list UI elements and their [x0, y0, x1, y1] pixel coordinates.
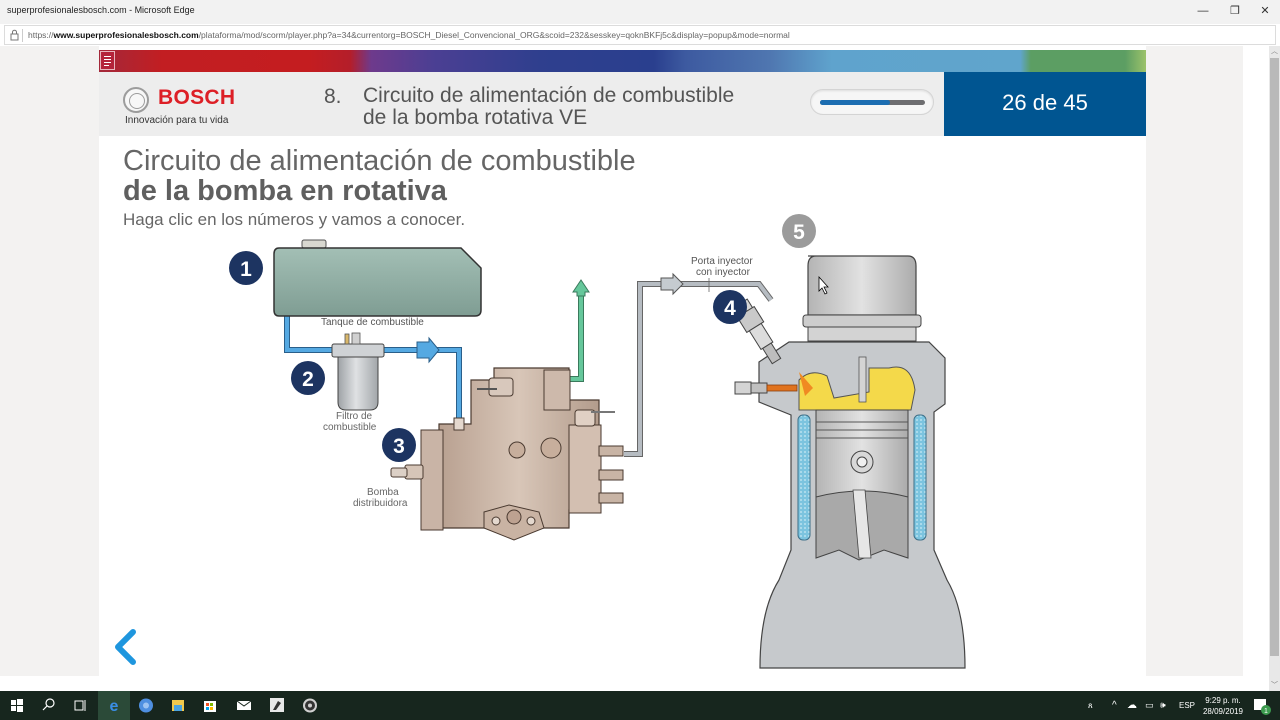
app-dinosaur-icon[interactable] — [261, 691, 293, 720]
page-counter: 26 de 45 — [944, 72, 1146, 136]
progress-fill — [820, 100, 891, 105]
svg-text:distribuidora: distribuidora — [353, 498, 408, 509]
svg-text:1: 1 — [1264, 708, 1268, 715]
obs-icon[interactable] — [294, 691, 326, 720]
svg-text:5: 5 — [793, 221, 805, 244]
minimize-button[interactable]: — — [1197, 5, 1209, 17]
label-tank: Tanque de combustible — [321, 317, 424, 328]
slide-title: Circuito de alimentación de combustible — [123, 145, 636, 177]
scroll-up-icon[interactable]: ︿ — [1271, 48, 1278, 55]
page-content: ︿ ﹀ BOSCH Innovación para tu vida 8. Cir… — [0, 46, 1280, 691]
label-injector: Porta inyector — [691, 256, 753, 267]
svg-text:combustible: combustible — [323, 422, 377, 433]
volume-icon[interactable]: 🕪 — [1160, 700, 1166, 710]
search-icon[interactable] — [32, 691, 64, 720]
left-margin — [0, 46, 99, 676]
close-button[interactable]: ✕ — [1260, 5, 1270, 17]
svg-text:con inyector: con inyector — [696, 267, 751, 278]
label-pump: Bomba — [367, 487, 399, 498]
label-filter: Filtro de — [336, 411, 373, 422]
bosch-logo-icon — [123, 87, 149, 113]
course-header: BOSCH Innovación para tu vida 8. Circuit… — [99, 72, 944, 136]
restore-button[interactable]: ❐ — [1230, 5, 1240, 17]
url-text[interactable]: https://www.superprofesionalesbosch.com/… — [28, 30, 790, 40]
vertical-scrollbar[interactable]: ︿ ﹀ — [1269, 46, 1280, 691]
scrollbar-thumb[interactable] — [1270, 58, 1279, 656]
address-separator — [22, 29, 23, 42]
svg-text:1: 1 — [240, 258, 252, 281]
network-icon[interactable]: ▭ — [1145, 700, 1154, 710]
svg-text:e: e — [110, 698, 119, 715]
slide-instruction: Haga clic en los números y vamos a conoc… — [123, 210, 466, 229]
start-icon[interactable] — [0, 691, 32, 720]
window-title: superprofesionalesbosch.com - Microsoft … — [7, 5, 195, 15]
mouse-cursor-icon — [818, 275, 829, 295]
right-margin — [1146, 46, 1243, 676]
brand-tagline: Innovación para tu vida — [125, 115, 229, 126]
clock[interactable]: 9:29 p. m. 28/09/2019 — [1202, 696, 1244, 716]
section-number: 8. — [324, 85, 342, 108]
svg-text:4: 4 — [724, 297, 736, 320]
hotspot-1-tank[interactable]: 1 — [229, 251, 263, 285]
address-bar[interactable]: https://www.superprofesionalesbosch.com/… — [4, 25, 1276, 45]
hotspot-5-engine[interactable]: 5 — [782, 214, 816, 248]
notifications-icon[interactable]: 1 — [1246, 691, 1278, 720]
hotspot-2-filter[interactable]: 2 — [291, 361, 325, 395]
people-icon[interactable]: ጸ — [1088, 701, 1093, 710]
svg-text:3: 3 — [393, 435, 405, 458]
brand-name: BOSCH — [158, 86, 236, 109]
hotspot-4-injector[interactable]: 4 — [713, 290, 747, 324]
chrome-icon[interactable] — [130, 691, 162, 720]
onedrive-icon[interactable]: ☁ — [1127, 700, 1137, 711]
language-indicator[interactable]: ESP — [1179, 701, 1196, 710]
progress-bar — [810, 89, 934, 115]
windows-taskbar: e ጸ ^ ☁ ▭ 🕪 ESP 9:29 p. m. 28/09/2019 1 — [0, 691, 1280, 720]
scorm-player: BOSCH Innovación para tu vida 8. Circuit… — [99, 50, 1146, 676]
lock-icon — [10, 29, 19, 41]
mail-icon[interactable] — [228, 691, 260, 720]
browser-titlebar: superprofesionalesbosch.com - Microsoft … — [0, 0, 1280, 24]
scroll-down-icon[interactable]: ﹀ — [1271, 682, 1278, 689]
edge-icon[interactable]: e — [98, 691, 130, 720]
task-view-icon[interactable] — [64, 691, 96, 720]
store-icon[interactable] — [194, 691, 226, 720]
hotspot-3-pump[interactable]: 3 — [382, 428, 416, 462]
brand-color-bar — [99, 50, 1146, 72]
svg-text:2: 2 — [302, 368, 314, 391]
slide-title-bold: de la bomba en rotativa — [123, 175, 447, 207]
show-hidden-icons[interactable]: ^ — [1112, 700, 1117, 711]
menu-button[interactable] — [100, 51, 115, 70]
back-arrow-icon[interactable] — [111, 626, 141, 668]
section-title: Circuito de alimentación de combustible … — [363, 84, 735, 129]
file-explorer-icon[interactable] — [162, 691, 194, 720]
fuel-circuit-diagram: Tanque de combustible Filtro de combusti… — [229, 214, 966, 669]
progress-track — [820, 100, 925, 105]
